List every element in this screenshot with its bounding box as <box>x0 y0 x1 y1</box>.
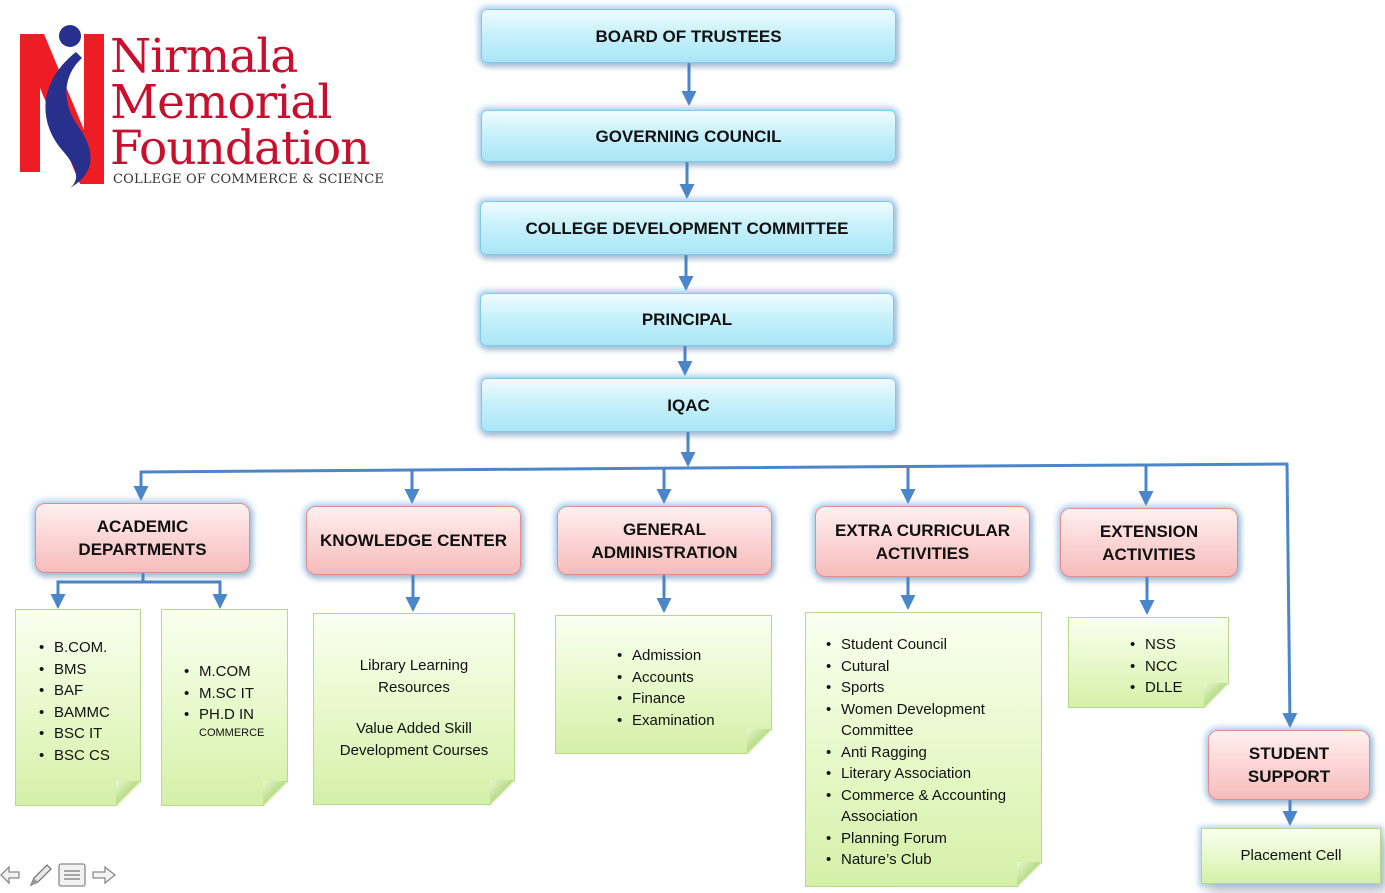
course-item: BAMMC <box>54 702 140 724</box>
extension-activities-box: EXTENSION ACTIVITIES <box>1060 508 1238 577</box>
placement-cell-label: Placement Cell <box>1240 847 1342 865</box>
bus-line <box>139 462 1289 474</box>
iqac-box: IQAC <box>481 378 896 432</box>
course-item: M.SC IT <box>199 683 287 705</box>
general-administration-note: Admission Accounts Finance Examination <box>555 615 772 754</box>
activity-item: Anti Ragging <box>841 742 1031 764</box>
logo-line-1: Nirmala <box>110 29 298 84</box>
governing-council-box: GOVERNING COUNCIL <box>481 110 896 162</box>
activity-item: Student Council <box>841 634 1031 656</box>
extra-curricular-note: Student Council Cutural Sports Women Dev… <box>805 612 1042 887</box>
extension-item: DLLE <box>1145 677 1228 699</box>
course-item: BSC CS <box>54 745 140 767</box>
logo-line-2: Memorial <box>110 75 332 130</box>
course-item: BMS <box>54 659 140 681</box>
college-logo: Nirmala Memorial Foundation COLLEGE OF C… <box>18 22 384 192</box>
activity-item: Cutural <box>841 656 1031 678</box>
extension-item: NCC <box>1145 656 1228 678</box>
logo-subtitle: COLLEGE OF COMMERCE & SCIENCE <box>113 172 385 187</box>
academic-departments-box: ACADEMIC DEPARTMENTS <box>35 503 250 573</box>
course-item: PH.D IN COMMERCE <box>199 704 287 740</box>
course-item: BSC IT <box>54 723 140 745</box>
arrow-bus-support <box>1282 462 1298 728</box>
extension-activities-note: NSS NCC DLLE <box>1068 617 1229 708</box>
arrow-right-icon[interactable] <box>92 862 116 888</box>
college-development-committee-box: COLLEGE DEVELOPMENT COMMITTEE <box>480 201 894 255</box>
course-item: BAF <box>54 680 140 702</box>
course-item-subtext: COMMERCE <box>199 726 265 739</box>
admin-item: Accounts <box>632 667 771 689</box>
course-item-label: PH.D IN <box>199 706 255 723</box>
slideshow-toolbar <box>0 862 130 890</box>
principal-box: PRINCIPAL <box>480 293 894 346</box>
activity-item: Women Development Committee <box>841 699 1031 742</box>
academic-split <box>50 572 145 609</box>
ug-courses-note: B.COM. BMS BAF BAMMC BSC IT BSC CS <box>15 609 141 806</box>
activity-item: Literary Association <box>841 763 1031 785</box>
extra-curricular-activities-box: EXTRA CURRICULAR ACTIVITIES <box>815 506 1030 577</box>
general-administration-box: GENERAL ADMINISTRATION <box>557 506 772 575</box>
activity-item: Commerce & Accounting Association <box>841 785 1031 828</box>
knowledge-center-note: Library Learning Resources Value Added S… <box>313 613 515 805</box>
logo-line-3: Foundation <box>110 121 370 176</box>
admin-item: Examination <box>632 710 771 732</box>
board-of-trustees-box: BOARD OF TRUSTEES <box>481 9 896 63</box>
pen-icon[interactable] <box>28 862 54 888</box>
value-added-courses: Value Added Skill Development Courses <box>339 720 489 759</box>
extension-item: NSS <box>1145 634 1228 656</box>
arrow-left-icon[interactable] <box>0 862 20 888</box>
activity-item: Sports <box>841 677 1031 699</box>
knowledge-center-box: KNOWLEDGE CENTER <box>306 506 521 575</box>
activity-item: Planning Forum <box>841 828 1031 850</box>
activity-item: Nature’s Club <box>841 849 1031 871</box>
course-item: B.COM. <box>54 637 140 659</box>
admin-item: Finance <box>632 688 771 710</box>
menu-icon[interactable] <box>58 862 86 888</box>
student-support-note: Placement Cell <box>1201 828 1381 884</box>
course-item: M.COM <box>199 661 287 683</box>
logo-n-emblem <box>20 25 104 188</box>
library-learning-resources: Library Learning Resources <box>359 657 469 696</box>
pg-courses-note: M.COM M.SC IT PH.D IN COMMERCE <box>161 609 288 806</box>
student-support-box: STUDENT SUPPORT <box>1208 730 1370 800</box>
admin-item: Admission <box>632 645 771 667</box>
academic-split-right <box>141 580 228 609</box>
